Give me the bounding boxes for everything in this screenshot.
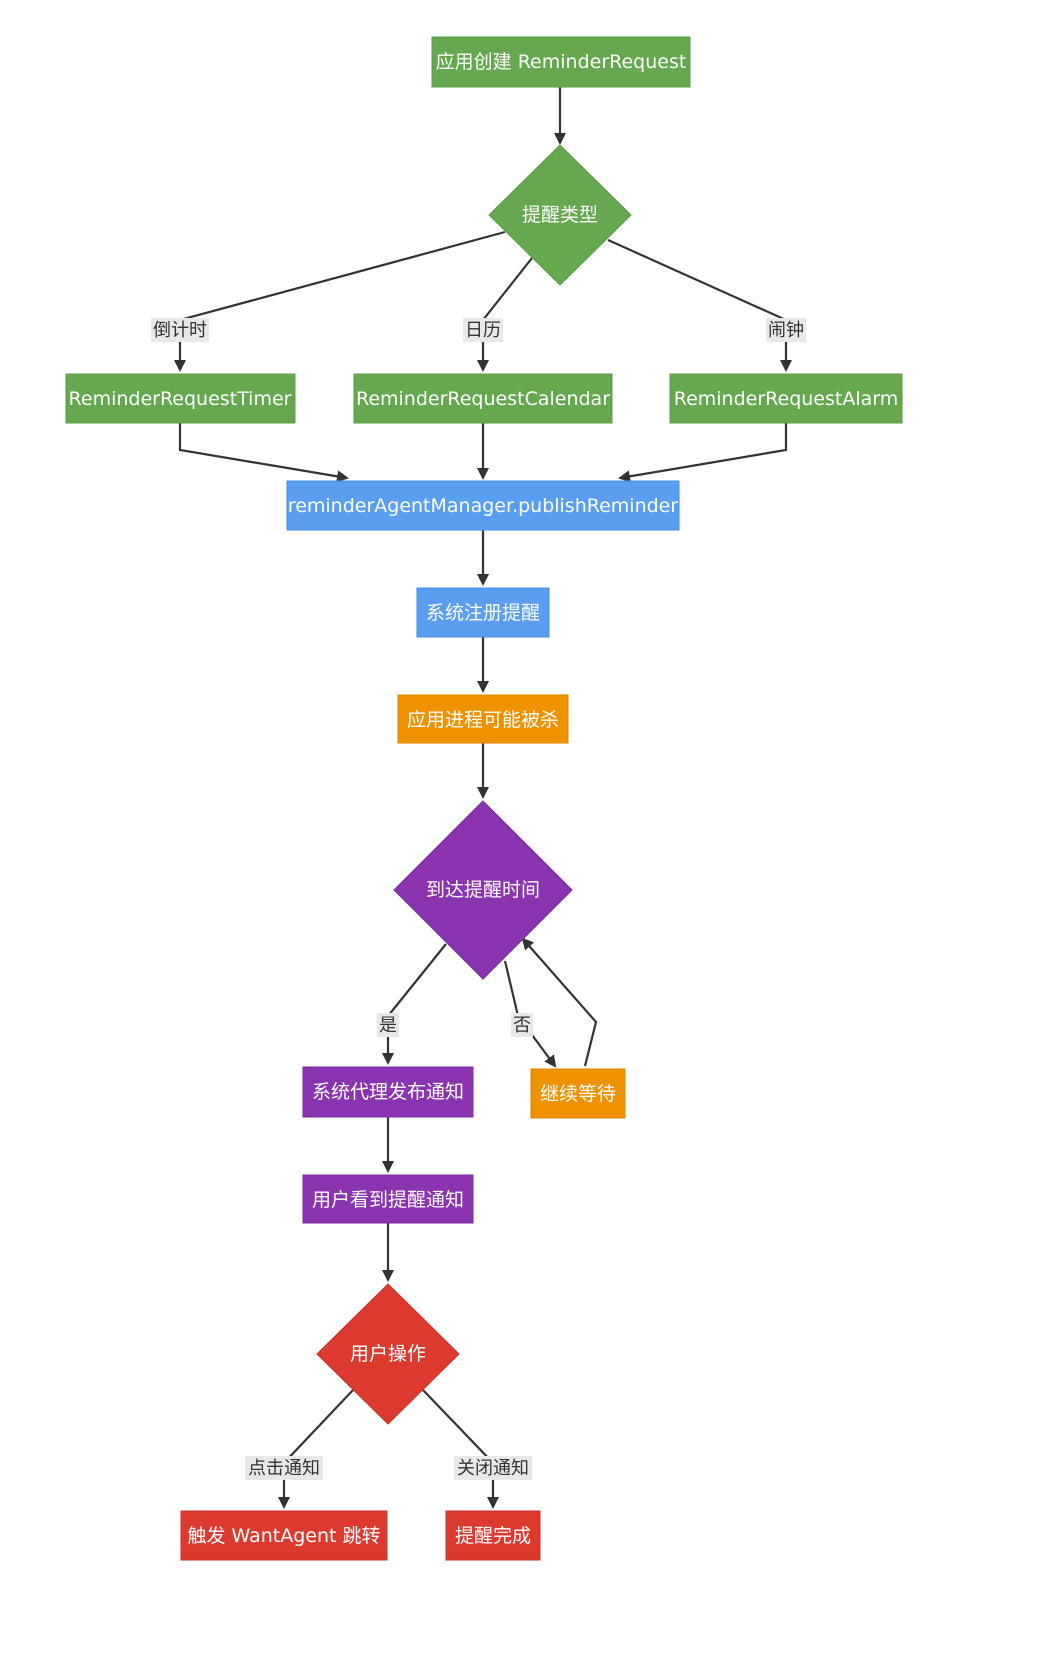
node-user-sees-label: 用户看到提醒通知 xyxy=(312,1189,464,1211)
edge-type-to-alarm xyxy=(607,238,792,372)
label-bg-no xyxy=(511,1013,533,1037)
node-keep-waiting-label: 继续等待 xyxy=(540,1083,616,1105)
decision-reminder-type xyxy=(488,144,632,286)
node-timer-label: ReminderRequestTimer xyxy=(69,388,292,410)
edge-alarm-to-publish xyxy=(618,423,788,483)
node-system-register-label: 系统注册提醒 xyxy=(426,602,540,624)
label-bg-countdown xyxy=(151,318,209,342)
label-bg-close xyxy=(454,1456,532,1480)
node-reminder-done-label: 提醒完成 xyxy=(455,1525,531,1547)
node-system-register xyxy=(416,587,550,638)
edges xyxy=(174,87,792,1509)
node-reminder-done xyxy=(445,1510,541,1561)
node-alarm xyxy=(669,373,903,424)
node-calendar-label: ReminderRequestCalendar xyxy=(356,388,610,410)
node-app-create-label: 应用创建 ReminderRequest xyxy=(436,51,687,73)
edge-wait-to-reach xyxy=(521,937,598,1067)
label-bg-click xyxy=(245,1456,323,1480)
node-trigger-wantagent xyxy=(180,1510,388,1561)
edge-label-alarm: 闹钟 xyxy=(768,320,804,341)
node-publish-reminder xyxy=(286,480,680,531)
edge-type-to-timer xyxy=(174,230,506,372)
label-bg-calendar xyxy=(463,318,503,342)
node-calendar xyxy=(353,373,613,424)
edge-labels: 倒计时 日历 闹钟 是 否 点击通知 关闭通知 xyxy=(151,318,806,1480)
edge-label-yes: 是 xyxy=(379,1015,397,1036)
label-bg-yes xyxy=(377,1013,399,1037)
edge-label-click: 点击通知 xyxy=(248,1458,320,1479)
decision-reminder-type-label: 提醒类型 xyxy=(522,204,598,226)
decision-user-action-label: 用户操作 xyxy=(350,1343,426,1365)
decision-user-action xyxy=(316,1283,460,1425)
edge-label-close: 关闭通知 xyxy=(457,1458,529,1479)
edge-type-to-calendar xyxy=(477,257,533,372)
edge-reach-to-publish-notify xyxy=(382,943,447,1065)
node-keep-waiting xyxy=(530,1068,626,1119)
node-user-sees xyxy=(302,1174,474,1224)
node-process-killed-label: 应用进程可能被杀 xyxy=(407,709,559,731)
node-publish-reminder-label: reminderAgentManager.publishReminder xyxy=(288,495,679,517)
node-publish-notification xyxy=(302,1066,474,1118)
node-alarm-label: ReminderRequestAlarm xyxy=(674,388,899,410)
edge-label-calendar: 日历 xyxy=(465,320,501,341)
label-bg-alarm xyxy=(766,318,806,342)
node-process-killed xyxy=(397,694,569,744)
nodes: 应用创建 ReminderRequest 提醒类型 ReminderReques… xyxy=(65,36,903,1561)
node-trigger-wantagent-label: 触发 WantAgent 跳转 xyxy=(187,1525,380,1547)
node-publish-notification-label: 系统代理发布通知 xyxy=(312,1081,464,1103)
decision-reach-time-label: 到达提醒时间 xyxy=(426,879,540,901)
edge-timer-to-publish xyxy=(178,423,349,483)
edge-label-no: 否 xyxy=(513,1015,531,1036)
node-timer xyxy=(65,373,296,424)
node-app-create xyxy=(431,36,691,88)
edge-action-to-done xyxy=(422,1389,499,1509)
decision-reach-time xyxy=(393,800,573,980)
edge-label-countdown: 倒计时 xyxy=(153,320,207,341)
edge-action-to-trigger xyxy=(278,1389,354,1509)
